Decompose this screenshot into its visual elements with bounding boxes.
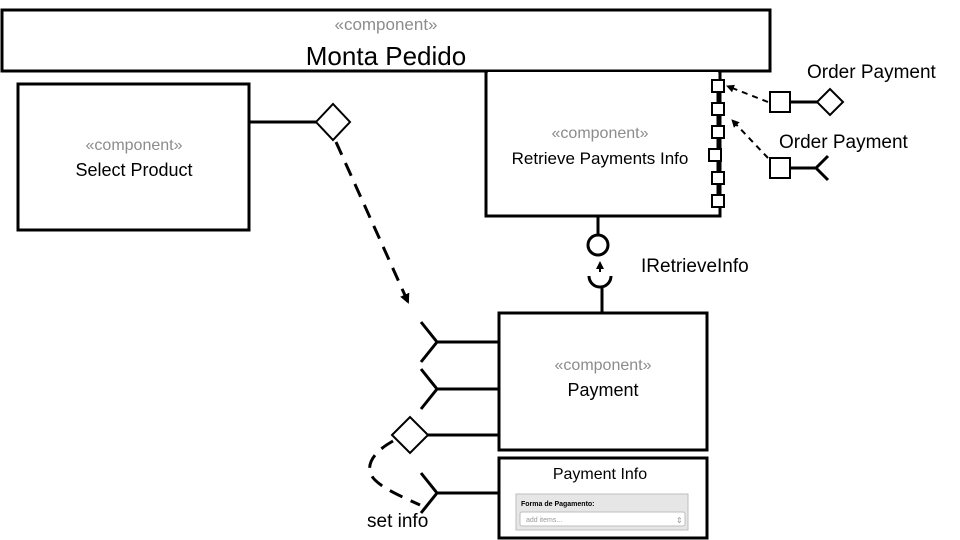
retrieve-port-4[interactable] [708, 148, 722, 162]
payment-socket-2[interactable] [419, 368, 439, 410]
retrieve-payments-info-name: Retrieve Payments Info [512, 149, 689, 168]
order-payment-top-label: Order Payment [807, 62, 937, 83]
set-info-dependency [368, 439, 421, 507]
monta-pedido-stereotype: «component» [334, 15, 437, 34]
payment-method-select[interactable] [519, 511, 686, 527]
payment-method-select-value: add items... [526, 517, 562, 524]
order-payment-bottom-port[interactable] [769, 157, 791, 179]
set-info-socket[interactable] [419, 472, 439, 514]
component-retrieve-payments-info[interactable]: «component» Retrieve Payments Info [484, 71, 722, 218]
payment-diamond-port[interactable] [390, 415, 430, 455]
order-payment-bottom-socket[interactable] [813, 154, 830, 182]
retrieve-port-3[interactable] [711, 125, 725, 139]
monta-pedido-name: Monta Pedido [306, 41, 466, 71]
order-payment-top-diamond[interactable] [815, 87, 845, 117]
iretrieve-lollipop-ball[interactable] [586, 233, 610, 257]
select-product-name: Select Product [75, 160, 192, 180]
select-product-stereotype: «component» [86, 137, 183, 154]
retrieve-port-2[interactable] [711, 102, 725, 116]
order-payment-bottom-dependency [731, 119, 769, 159]
order-payment-top-dependency [726, 84, 769, 103]
payment-form-label: Forma de Pagamento: [521, 501, 595, 508]
component-payment[interactable]: «component» Payment [497, 311, 709, 452]
retrieve-payments-info-stereotype: «component» [552, 125, 649, 142]
payment-info-box[interactable]: Payment Info Forma de Pagamento: add ite… [497, 456, 709, 540]
payment-name: Payment [567, 380, 638, 400]
iretrieve-socket[interactable] [587, 275, 613, 289]
select-product-diamond-port[interactable] [314, 102, 352, 142]
set-info-label: set info [367, 511, 428, 532]
order-payment-top-port[interactable] [769, 91, 791, 113]
iretrieve-label: IRetrieveInfo [641, 256, 749, 277]
component-monta-pedido[interactable]: «component» Monta Pedido [0, 8, 772, 73]
chevron-updown-icon: ⇕ [676, 516, 683, 525]
retrieve-port-6[interactable] [711, 194, 725, 208]
component-select-product[interactable]: «component» Select Product [16, 82, 251, 232]
payment-info-title: Payment Info [553, 466, 647, 483]
payment-stereotype: «component» [555, 357, 652, 374]
retrieve-port-5[interactable] [711, 171, 725, 185]
payment-socket-1[interactable] [419, 321, 439, 363]
retrieve-port-1[interactable] [711, 79, 725, 93]
dependency-select-to-payment [334, 141, 410, 304]
order-payment-bottom-label: Order Payment [779, 132, 909, 153]
